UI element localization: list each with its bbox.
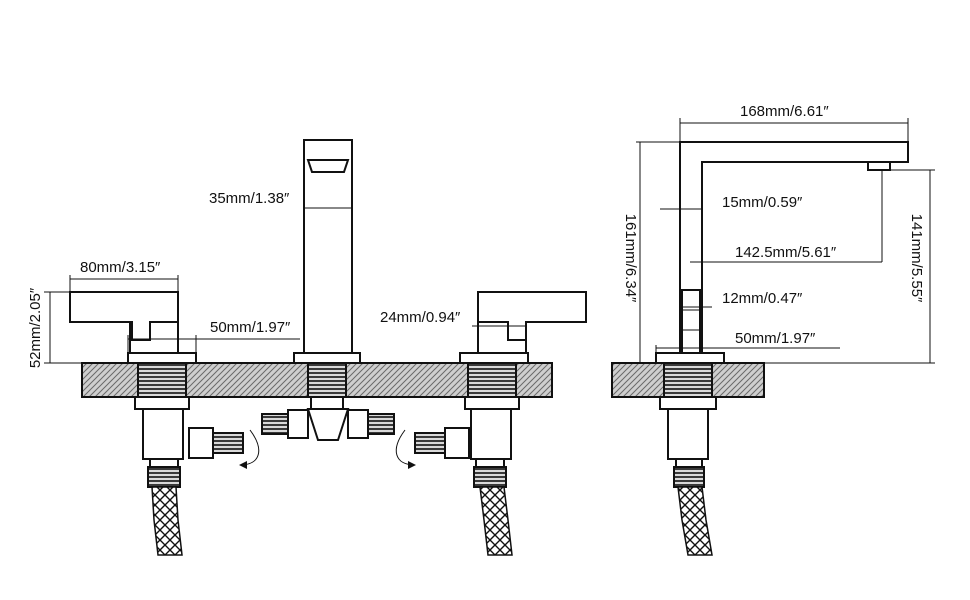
side-valve-body [659,396,717,488]
right-valve-body [464,396,520,488]
dim-aerator-height: 141mm/5.55″ [908,214,925,303]
left-shank [137,362,187,398]
dim-handle-length: 80mm/3.15″ [80,259,161,276]
dim-overall-height: 161mm/6.34″ [622,214,639,303]
dim-handle-height: 52mm/2.05″ [27,287,44,368]
front-view: 35mm/1.38″ 80mm/3.15″ 52mm/2.05″ 50mm/1.… [27,139,587,556]
riser-block [681,289,701,354]
dim-handle-width: 24mm/0.94″ [380,309,461,326]
right-base [459,352,529,364]
left-base [127,352,197,364]
center-shank [307,362,347,398]
right-supply-hose [479,486,513,556]
dim-outlet-reach: 142.5mm/5.61″ [735,244,837,261]
tee-connector [261,396,395,441]
right-side-connector [395,427,470,469]
side-aerator [867,161,891,171]
side-base [655,352,725,364]
side-supply-hose [677,486,713,556]
dim-spout-reach: 168mm/6.61″ [740,103,829,120]
side-view: 168mm/6.61″ 161mm/6.34″ 15mm/0.59″ 141mm… [611,103,935,556]
dim-left-base: 50mm/1.97″ [210,319,291,336]
left-side-connector [188,427,260,469]
dim-spout-width: 35mm/1.38″ [209,190,290,207]
right-handle [477,291,587,354]
dim-base-width: 50mm/1.97″ [735,330,816,347]
dim-spout-thickness: 15mm/0.59″ [722,194,803,211]
side-shank [663,362,713,398]
left-supply-hose [151,486,183,556]
dim-riser-width: 12mm/0.47″ [722,290,803,307]
left-handle [69,291,179,354]
left-valve-body [134,396,190,488]
spout-column [303,139,353,354]
center-base [293,352,361,364]
right-shank [467,362,517,398]
spout-aerator [306,159,350,173]
